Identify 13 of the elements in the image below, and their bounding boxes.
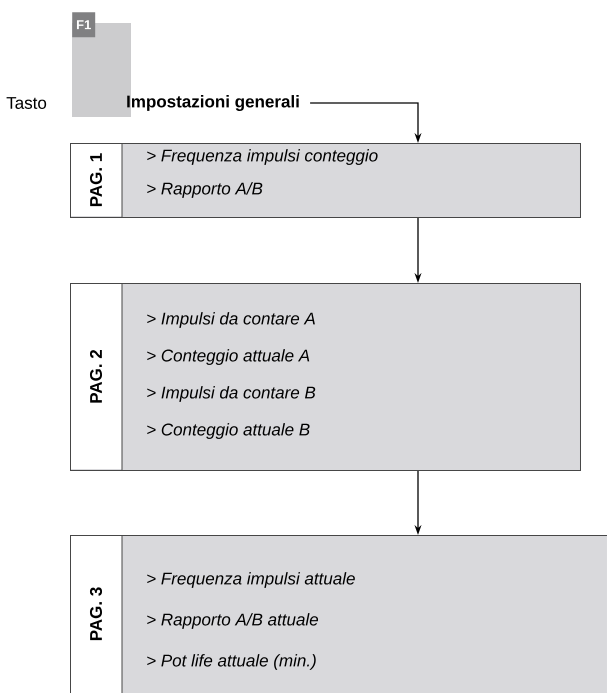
menu-item: > Rapporto A/B — [147, 182, 262, 198]
key-label: Tasto — [6, 97, 46, 109]
menu-item: > Rapporto A/B attuale — [147, 613, 318, 629]
menu-item: > Frequenza impulsi attuale — [147, 572, 355, 588]
menu-item: > Impulsi da contare A — [147, 312, 315, 328]
menu-item: > Pot life attuale (min.) — [147, 654, 316, 670]
menu-item: > Conteggio attuale A — [147, 349, 310, 365]
page-tab: PAG. 2 — [71, 282, 122, 470]
menu-item: > Conteggio attuale B — [147, 423, 310, 439]
page-tab: PAG. 1 — [71, 142, 122, 218]
page-tab: PAG. 3 — [71, 534, 122, 693]
menu-item: > Frequenza impulsi conteggio — [147, 149, 378, 165]
menu-item: > Impulsi da contare B — [147, 386, 316, 402]
